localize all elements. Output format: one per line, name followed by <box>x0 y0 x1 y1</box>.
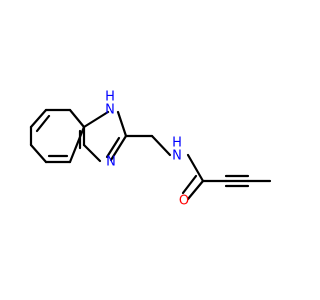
structure-canvas: N H N N H O <box>29 90 272 209</box>
bond-benzene-3 <box>68 108 86 129</box>
atom-o-label: O <box>179 194 189 209</box>
bond-carbonyl-o <box>186 179 205 201</box>
atom-n1-label: N <box>105 103 115 118</box>
atom-labels: N H N N H O <box>105 90 189 209</box>
atom-n3-label: N <box>106 155 116 170</box>
atom-amide-h-label: H <box>172 136 182 151</box>
bond-n1-c <box>82 110 110 129</box>
bond-nh-carbonyl <box>186 153 205 183</box>
atom-n1-h-label: H <box>105 90 115 105</box>
bond-benzene-inner-1 <box>35 114 51 133</box>
bond-benzene-6 <box>29 143 48 164</box>
bond-c2-n3 <box>109 134 128 162</box>
bond-benzene-1 <box>29 108 48 129</box>
bond-n3-c <box>82 143 102 163</box>
bonds <box>29 108 272 201</box>
bond-carbonyl-o-double <box>181 174 198 195</box>
bond-c2-n3-double <box>105 136 121 159</box>
bond-benzene-4 <box>68 125 86 164</box>
atom-amide-n-label: N <box>172 149 182 164</box>
bond-chain-2 <box>150 134 172 157</box>
bond-c2-n1 <box>116 110 128 138</box>
